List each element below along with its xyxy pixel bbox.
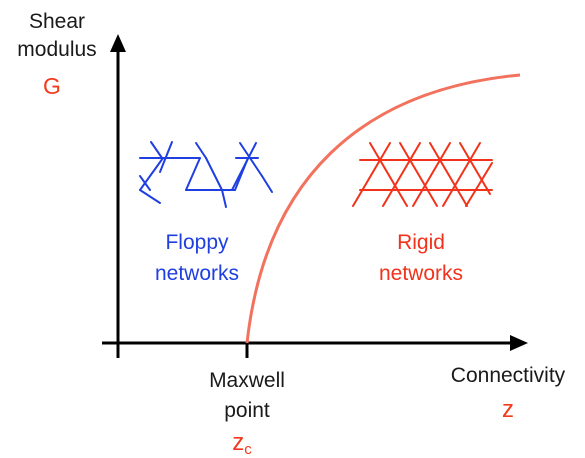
axes [102, 44, 515, 358]
y-axis-label-line1: Shear [29, 10, 85, 33]
floppy-label-line1: Floppy [165, 231, 229, 254]
x-axis-label: Connectivity [451, 364, 566, 387]
x-axis-symbol: z [502, 396, 514, 423]
y-axis-arrowhead [110, 34, 126, 52]
maxwell-label-line2: point [224, 399, 270, 422]
floppy-network-icon [139, 141, 273, 208]
rigid-label-line1: Rigid [397, 231, 445, 254]
maxwell-symbol-subscript: c [244, 441, 252, 458]
maxwell-symbol: zc [232, 429, 252, 458]
maxwell-label-line1: Maxwell [209, 369, 285, 392]
rigid-network-icon [352, 142, 493, 207]
y-axis-label-line2: modulus [17, 38, 96, 61]
maxwell-symbol-main: z [232, 429, 244, 456]
y-axis-symbol: G [43, 73, 61, 99]
rigid-label-line2: networks [379, 262, 463, 285]
x-axis-arrowhead [510, 335, 528, 351]
floppy-label-line2: networks [155, 262, 239, 285]
shear-modulus-curve [245, 73, 521, 344]
